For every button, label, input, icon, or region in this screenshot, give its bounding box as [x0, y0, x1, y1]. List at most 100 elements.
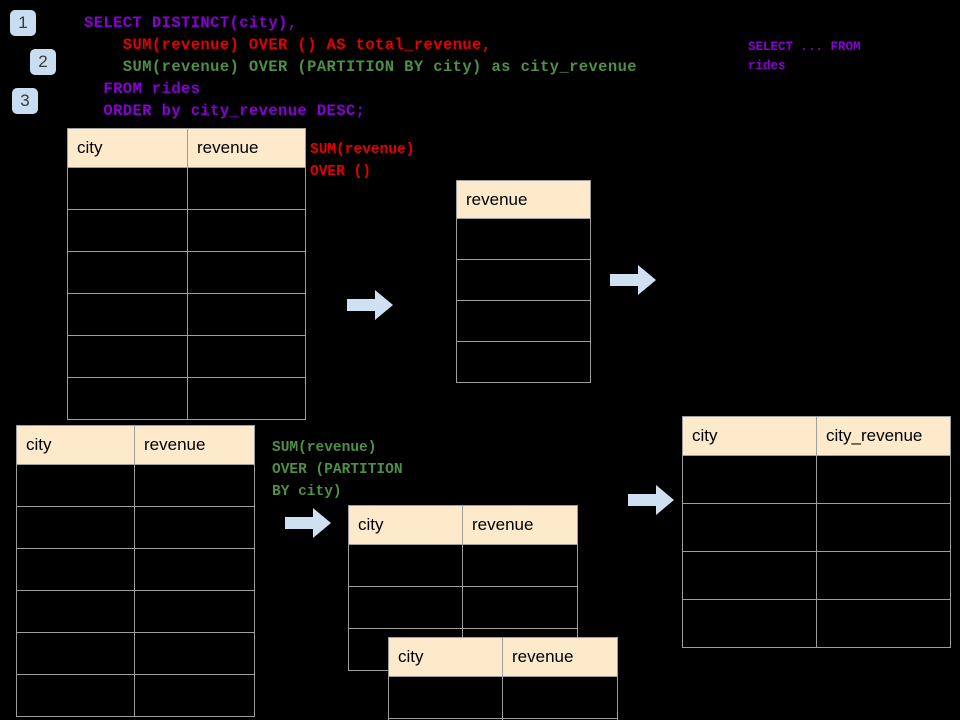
- table-cell: [67, 335, 188, 378]
- table-row: [16, 548, 255, 591]
- table-cell: [502, 718, 618, 720]
- table-row: [348, 586, 578, 629]
- table-row: [16, 632, 255, 675]
- table-row: [348, 544, 578, 587]
- column-header-revenue[interactable]: revenue: [187, 128, 306, 168]
- table-cell: [187, 167, 306, 210]
- step-badge-1[interactable]: 1: [10, 10, 36, 36]
- table-cell: [456, 259, 591, 301]
- table-cell: [16, 548, 135, 591]
- column-header-revenue[interactable]: revenue: [462, 505, 578, 545]
- table-cell: [816, 503, 951, 552]
- table-cell: [187, 209, 306, 252]
- sql-line-total-revenue: SUM(revenue) OVER () AS total_revenue,: [84, 36, 492, 54]
- table-cell: [134, 548, 255, 591]
- sql-line-from: FROM rides: [84, 80, 201, 98]
- table-cell: [16, 590, 135, 633]
- table-cell: [134, 590, 255, 633]
- table-row: [16, 464, 255, 507]
- table-cell: [682, 551, 817, 600]
- table-row: [67, 335, 306, 378]
- table-cell: [67, 251, 188, 294]
- table-row: [682, 503, 951, 552]
- table-cell: [388, 676, 503, 719]
- table-row: [16, 506, 255, 549]
- column-header-city[interactable]: city: [348, 505, 463, 545]
- table-row: [682, 455, 951, 504]
- table-cell: [187, 293, 306, 336]
- table-cell: [16, 632, 135, 675]
- table-cell: [462, 586, 578, 629]
- flow-arrow-1: [347, 290, 393, 320]
- table-row: [456, 218, 591, 260]
- table-cell: [456, 341, 591, 383]
- table-cell: [134, 674, 255, 717]
- column-header-city[interactable]: city: [67, 128, 188, 168]
- table-row: [67, 167, 306, 210]
- table-cell: [682, 455, 817, 504]
- flow-arrow-4: [628, 485, 674, 515]
- column-header-revenue[interactable]: revenue: [456, 180, 591, 219]
- table-row: [16, 674, 255, 717]
- step-badge-2[interactable]: 2: [30, 49, 56, 75]
- table-row: [456, 341, 591, 383]
- table-cell: [456, 218, 591, 260]
- column-header-city[interactable]: city: [388, 637, 503, 677]
- side-note-select-from: SELECT ... FROM rides: [748, 40, 861, 73]
- table-cell: [187, 377, 306, 420]
- table-cell: [502, 676, 618, 719]
- column-header-revenue[interactable]: revenue: [134, 425, 255, 465]
- column-header-revenue[interactable]: revenue: [502, 637, 618, 677]
- table-cell: [348, 544, 463, 587]
- flow-arrow-2: [610, 265, 656, 295]
- table-row: [682, 599, 951, 648]
- table-cell: [16, 506, 135, 549]
- table-cell: [67, 167, 188, 210]
- column-header-city_revenue[interactable]: city_revenue: [816, 416, 951, 456]
- sql-query-block: SELECT DISTINCT(city), SUM(revenue) OVER…: [84, 12, 637, 122]
- table-cell: [816, 599, 951, 648]
- table-row: [67, 209, 306, 252]
- table-row: [67, 377, 306, 420]
- table-cell: [67, 209, 188, 252]
- table-row: [456, 300, 591, 342]
- table-cell: [348, 586, 463, 629]
- table-cell: [462, 544, 578, 587]
- table-header-row: revenue: [456, 180, 591, 219]
- table-row: [16, 590, 255, 633]
- table-cell: [816, 551, 951, 600]
- table-cell: [16, 674, 135, 717]
- annotation-over-partition: SUM(revenue) OVER (PARTITION BY city): [272, 440, 403, 500]
- sql-line-order-by: ORDER by city_revenue DESC;: [84, 102, 366, 120]
- table-cell: [134, 506, 255, 549]
- table-total-revenue: revenue: [456, 180, 591, 383]
- table-cell: [682, 503, 817, 552]
- table-cell: [456, 300, 591, 342]
- table-cell: [187, 251, 306, 294]
- table-cell: [134, 632, 255, 675]
- table-row: [388, 718, 618, 720]
- table-row: [388, 676, 618, 719]
- table-row: [67, 293, 306, 336]
- table-row: [456, 259, 591, 301]
- sql-line-select: SELECT DISTINCT(city),: [84, 14, 298, 32]
- table-cell: [682, 599, 817, 648]
- table-cell: [134, 464, 255, 507]
- step-badge-3[interactable]: 3: [12, 88, 38, 114]
- table-cell: [187, 335, 306, 378]
- column-header-city[interactable]: city: [16, 425, 135, 465]
- column-header-city[interactable]: city: [682, 416, 817, 456]
- flow-arrow-3: [285, 508, 331, 538]
- table-row: [682, 551, 951, 600]
- table-cell: [67, 293, 188, 336]
